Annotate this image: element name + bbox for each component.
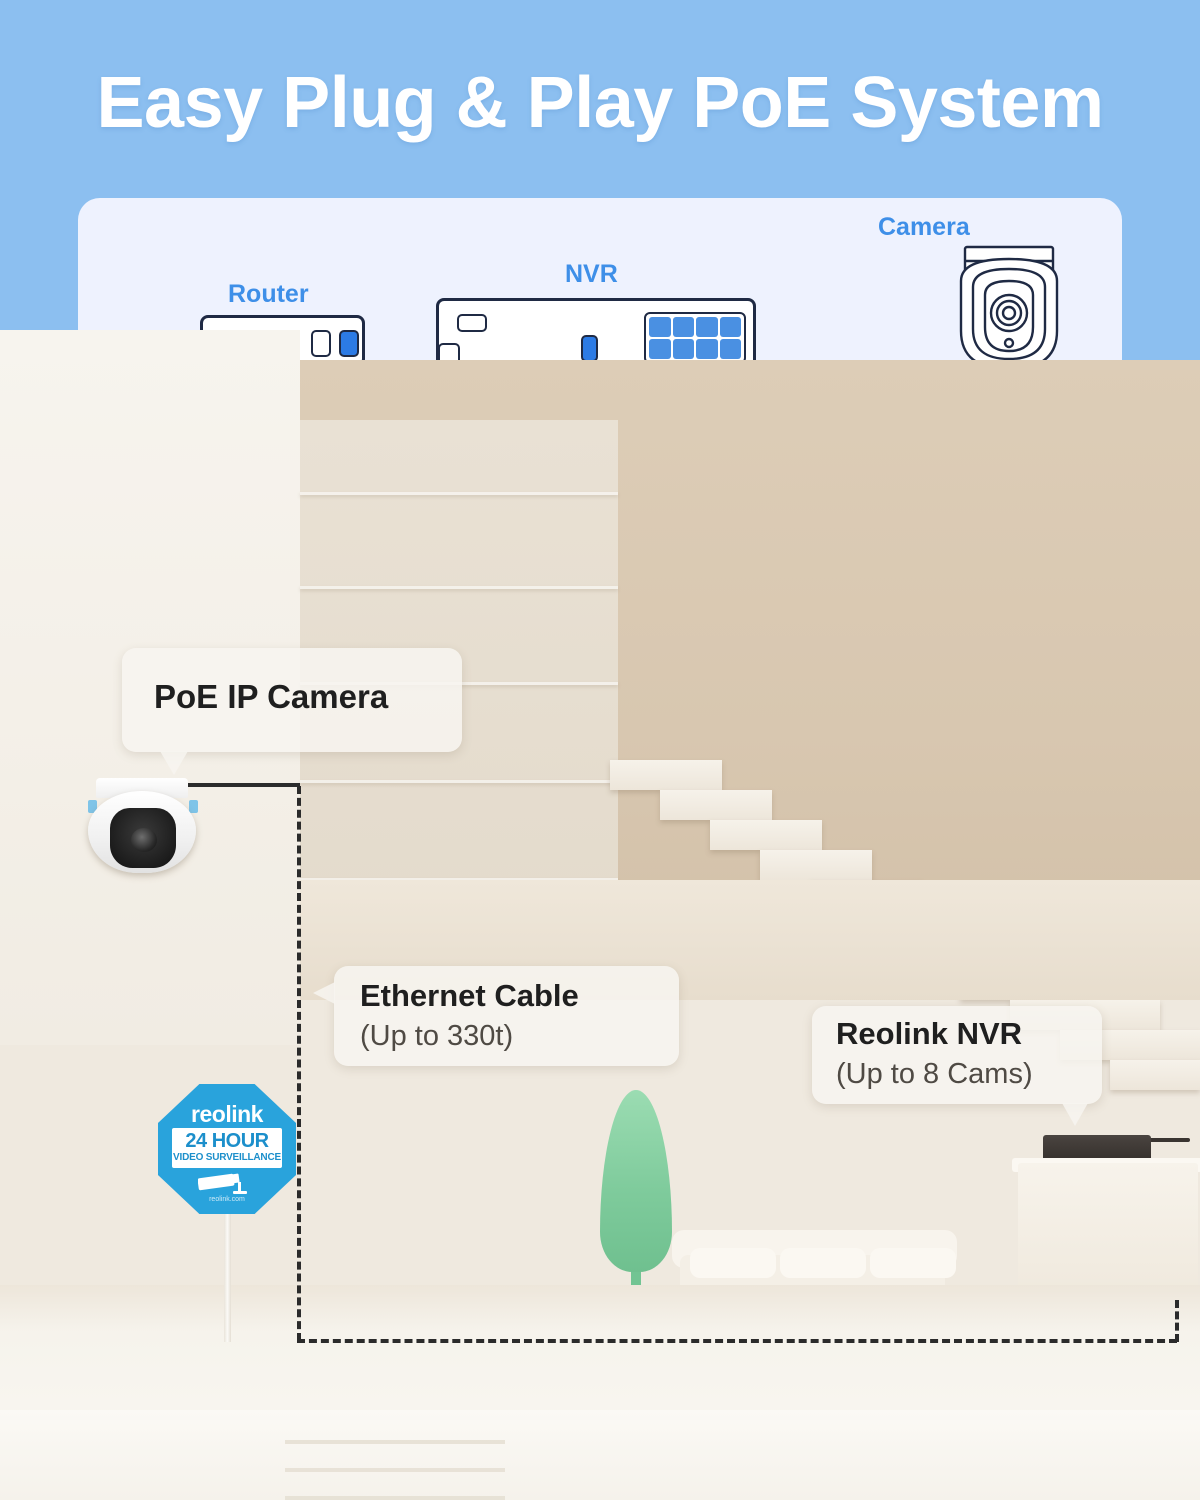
callout-pointer: [1062, 1103, 1088, 1126]
sofa-cushion: [870, 1248, 956, 1278]
nvr-antenna: [1148, 1138, 1190, 1142]
reolink-yard-sign: reolink 24 HOUR VIDEO SURVEILLANCE reoli…: [158, 1084, 296, 1214]
poe-ip-camera-device: [82, 778, 204, 874]
nvr-button-icon: [457, 314, 487, 332]
diagram-label-router: Router: [228, 280, 309, 308]
callout-pointer: [313, 982, 335, 1004]
callout-poe-ip-camera: PoE IP Camera: [122, 648, 462, 775]
yard-sign-post: [224, 1210, 231, 1342]
panel-groove: [300, 780, 618, 783]
yard-sign-text-panel: 24 HOUR VIDEO SURVEILLANCE: [172, 1128, 282, 1168]
panel-groove: [300, 586, 618, 589]
ethernet-cable-horizontal-run: [297, 1339, 1177, 1343]
poe-port: [719, 339, 741, 359]
tile-line: [285, 1496, 505, 1500]
panel-groove: [300, 878, 618, 881]
page-title: Easy Plug & Play PoE System: [96, 63, 1104, 143]
yard-sign-headline: 24 HOUR: [185, 1130, 269, 1152]
camera-accent-tab-left: [88, 800, 97, 813]
poe-port: [672, 317, 694, 337]
diagram-nvr-device: [436, 298, 756, 380]
poe-port: [719, 317, 741, 337]
callout-title: PoE IP Camera: [154, 678, 389, 715]
stair-step: [1110, 1060, 1200, 1090]
reolink-logo: reolink: [191, 1101, 263, 1127]
stair-step: [610, 760, 722, 790]
poe-port: [672, 339, 694, 359]
nvr-hardware-unit: [1043, 1135, 1151, 1161]
poe-port: [696, 339, 718, 359]
surveillance-camera-icon: [198, 1173, 247, 1194]
sofa-cushion: [780, 1248, 866, 1278]
stair-step: [760, 850, 872, 880]
callout-ethernet-cable: Ethernet Cable (Up to 330t): [313, 966, 679, 1066]
foreground-step: [0, 1410, 1200, 1500]
poe-port: [649, 339, 671, 359]
diagram-camera-device: [959, 245, 1059, 371]
camera-lens: [131, 828, 157, 852]
sofa-cushion: [690, 1248, 776, 1278]
router-port-3-active: [339, 330, 359, 357]
callout-title: Ethernet Cable: [360, 978, 579, 1013]
router-port-2: [311, 330, 331, 357]
diagram-label-nvr: NVR: [565, 260, 618, 288]
yard-sign-subline: VIDEO SURVEILLANCE: [173, 1152, 281, 1163]
camera-accent-tab-right: [189, 800, 198, 813]
nvr-poe-port-block: [644, 312, 746, 364]
yard-sign-url: reolink.com: [209, 1196, 245, 1203]
callout-subtitle: (Up to 8 Cams): [836, 1058, 1033, 1090]
stair-step: [660, 790, 772, 820]
plant-stem: [631, 1240, 641, 1312]
callout-title: Reolink NVR: [836, 1016, 1023, 1051]
diagram-label-camera: Camera: [878, 213, 970, 241]
callout-pointer: [160, 751, 188, 775]
callout-subtitle: (Up to 330t): [360, 1020, 514, 1052]
tile-line: [285, 1468, 505, 1472]
stair-step: [710, 820, 822, 850]
panel-groove: [300, 492, 618, 495]
camera-wire-horizontal: [180, 783, 300, 787]
callout-reolink-nvr: Reolink NVR (Up to 8 Cams): [812, 1006, 1102, 1126]
foreground-tiles: [285, 1440, 505, 1500]
poe-port: [649, 317, 671, 337]
tile-line: [285, 1440, 505, 1444]
camera-mount-bracket: [96, 778, 188, 798]
poe-port: [696, 317, 718, 337]
cabinet: [1018, 1163, 1198, 1308]
ethernet-cable-riser-to-nvr: [1175, 1300, 1179, 1342]
nvr-lan-port-active: [581, 335, 598, 362]
ethernet-cable-vertical-run: [297, 786, 301, 1341]
